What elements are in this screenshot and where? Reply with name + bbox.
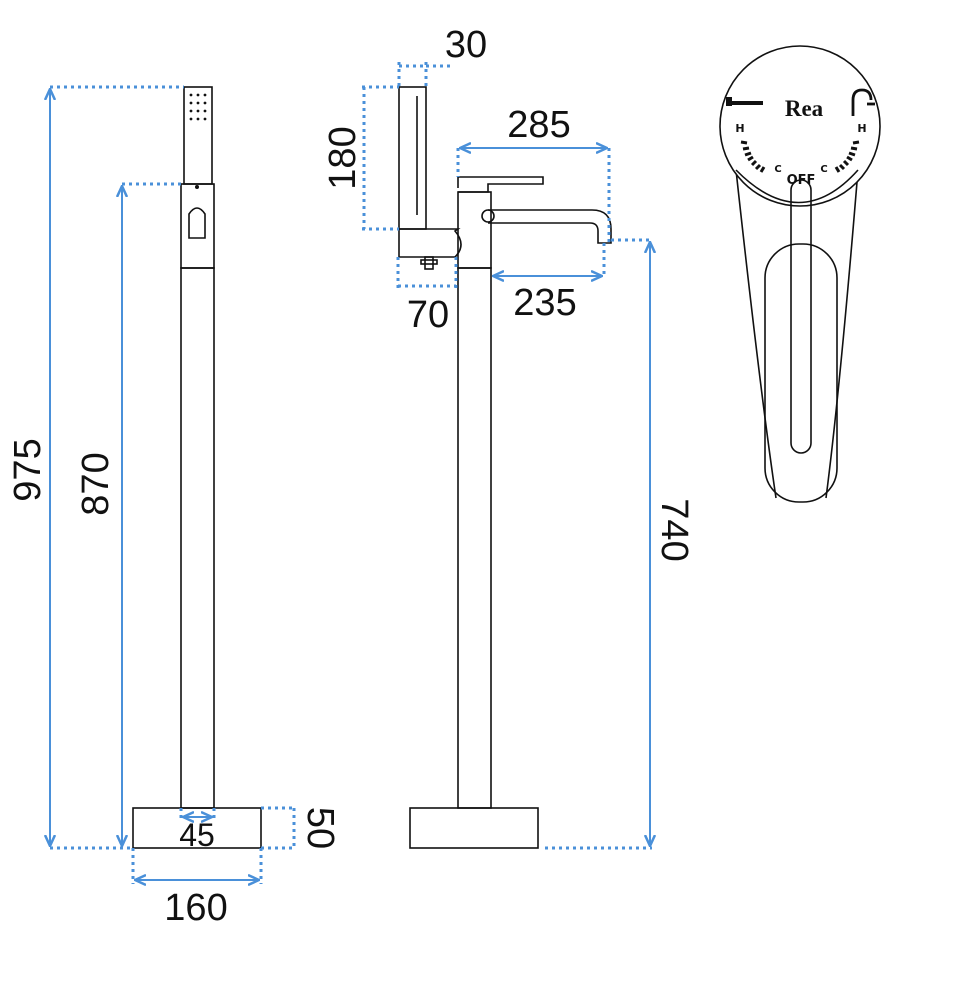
shower-holder [398,228,462,258]
handle-slot-front [188,207,206,239]
riser-pipe-side [457,267,492,809]
handle-lever-outline [735,169,859,499]
spout [488,209,612,244]
label-70: 70 [407,294,449,336]
brand-logo: Rea [785,96,824,121]
label-45: 45 [179,817,215,853]
label-50: 50 [299,807,341,849]
handle-inner-recess [764,243,838,503]
hot-label-left: H [735,122,744,135]
mixer-body-front [180,183,215,269]
temperature-scale-left [740,140,766,173]
label-235: 235 [513,282,576,324]
hose-connector [424,256,434,270]
label-160: 160 [164,887,227,929]
front-dimensions [50,85,296,884]
shower-icon [851,88,875,116]
shower-nozzles [189,93,207,121]
label-180: 180 [322,126,364,189]
cold-label-right: C [820,164,827,175]
hand-shower-front [183,86,213,185]
label-285: 285 [507,104,570,146]
handle-detail: Rea H H C C OFF [719,45,881,503]
label-30: 30 [445,24,487,66]
hot-label-right: H [857,122,866,135]
mixer-lever [457,176,544,193]
side-dimensions [362,62,652,850]
off-label: OFF [787,173,816,188]
riser-pipe-front [180,267,215,809]
bath-spout-icon [726,97,763,106]
front-view [132,86,262,849]
cold-label-left: C [774,164,781,175]
label-975: 975 [7,438,49,501]
label-870: 870 [75,452,117,515]
side-view [398,86,612,849]
temperature-scale-right [834,140,860,173]
label-740: 740 [653,498,695,561]
mixer-body-side [457,191,492,269]
floor-base-front [132,807,262,849]
hand-shower-side [398,86,427,230]
handle-lever-slot [790,179,812,454]
floor-base-side [409,807,539,849]
